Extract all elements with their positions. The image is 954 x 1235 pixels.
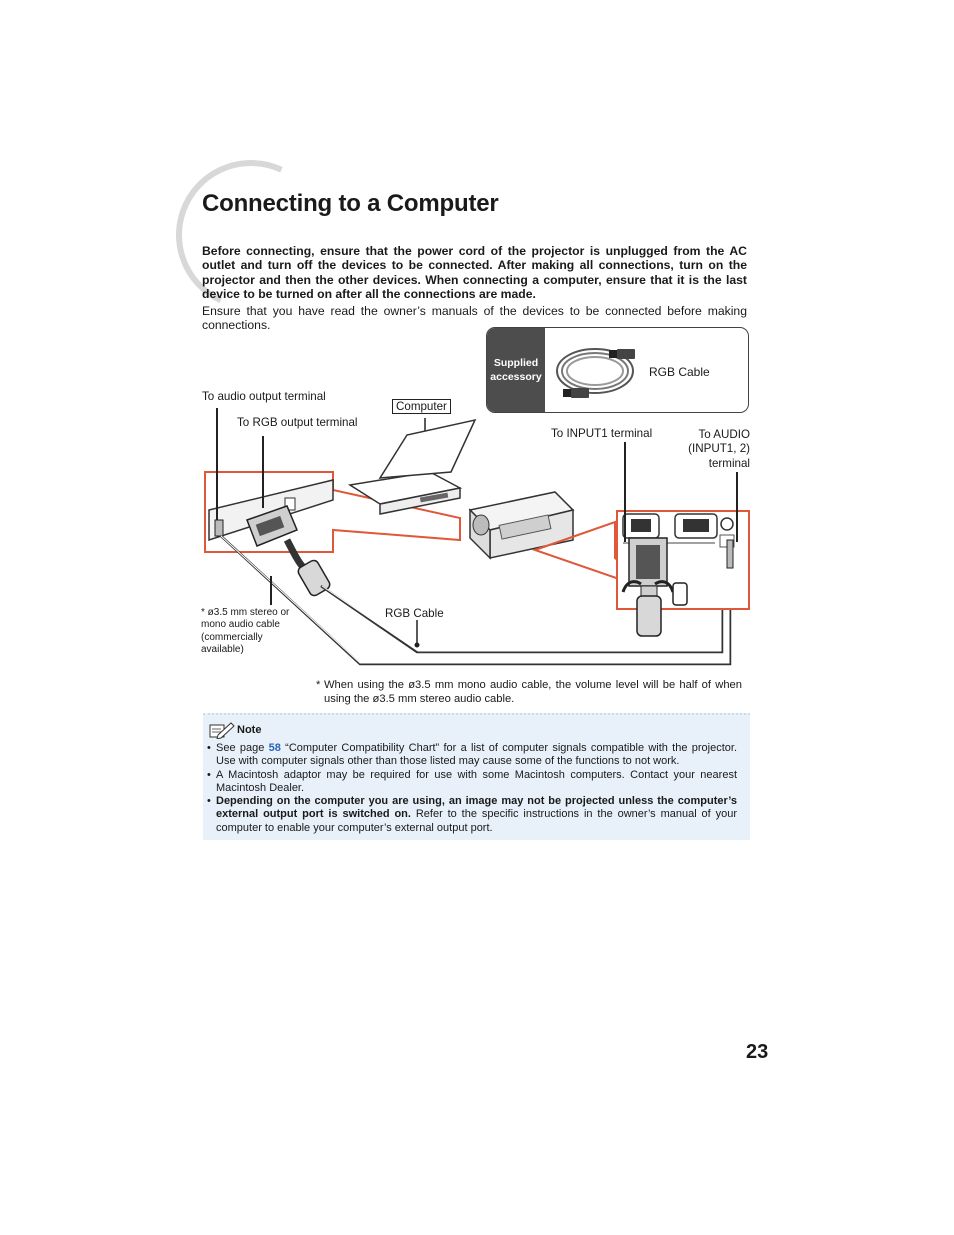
note-box: Note • See page 58 “Computer Compatibili… xyxy=(203,713,750,840)
label-audio-cable: * ø3.5 mm stereo or mono audio cable (co… xyxy=(201,607,290,656)
manuals-paragraph: Ensure that you have read the owner’s ma… xyxy=(202,304,747,333)
footnote: * When using the ø3.5 mm mono audio cabl… xyxy=(316,679,742,705)
page-number: 23 xyxy=(746,1041,769,1063)
label-audio-input: To AUDIO (INPUT1, 2) terminal xyxy=(688,428,750,470)
note-pencil-icon xyxy=(209,722,235,739)
page-title: Connecting to a Computer xyxy=(202,190,499,217)
audio-plug-computer xyxy=(214,519,224,537)
audio-plug-projector xyxy=(726,539,734,569)
label-computer: Computer xyxy=(392,399,451,414)
accessory-cable-name: RGB Cable xyxy=(649,365,710,379)
connection-diagram xyxy=(204,408,750,666)
note-heading: Note xyxy=(209,721,261,739)
label-input1: To INPUT1 terminal xyxy=(551,427,653,440)
laptop-screen xyxy=(378,418,477,479)
note-item: • See page 58 “Computer Compatibility Ch… xyxy=(207,742,738,768)
computer-rear-panel xyxy=(208,479,334,542)
note-item: • A Macintosh adaptor may be required fo… xyxy=(207,768,737,794)
page-58-link[interactable]: 58 xyxy=(268,742,281,754)
usb-port xyxy=(284,497,296,511)
title-decoration xyxy=(154,138,348,332)
label-rgb-cable: RGB Cable xyxy=(385,607,444,620)
supplied-accessory-box: Supplied accessory RGB Cable xyxy=(486,327,749,413)
label-rgb-output: To RGB output terminal xyxy=(237,416,358,429)
supplied-accessory-label: Supplied accessory xyxy=(487,328,545,412)
warning-paragraph: Before connecting, ensure that the power… xyxy=(202,244,747,301)
ferrite-core-projector xyxy=(636,595,662,637)
note-list: • See page 58 “Computer Compatibility Ch… xyxy=(207,742,737,835)
note-item: • Depending on the computer you are usin… xyxy=(207,795,737,834)
rgb-cable-illustration xyxy=(556,348,635,398)
label-audio-output: To audio output terminal xyxy=(202,390,326,403)
